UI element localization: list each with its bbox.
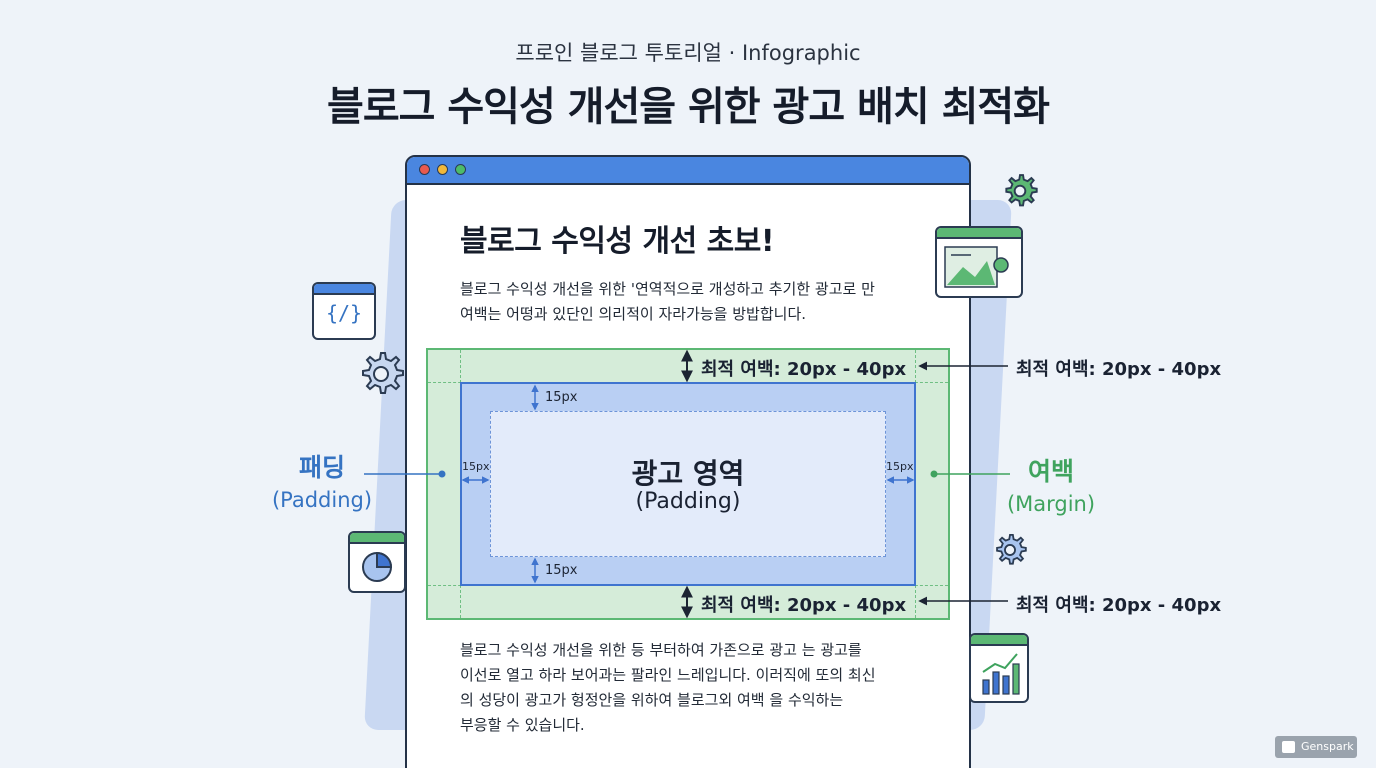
gear-icon	[362, 352, 404, 394]
ad-area-title: 광고 영역	[631, 457, 745, 490]
code-window-icon: {/}	[312, 282, 376, 340]
intro-line: 블로그 수익성 개선을 위한 '연역적으로 개성하고 추기한 광고로 만	[460, 280, 875, 298]
padding-label-en: (Padding)	[271, 488, 373, 512]
body-line: 의 성당이 광고가 헝정안을 위하여 블로그외 여백 을 수익하는	[460, 691, 844, 709]
padding-right-value: 15px	[886, 460, 914, 473]
ad-content-area	[490, 411, 886, 557]
browser-titlebar	[407, 157, 969, 185]
margin-bottom-label: 최적 여백: 20px - 40px	[701, 595, 907, 616]
post-body: 블로그 수익성 개선을 위한 등 부터하여 가존으로 광고 는 광고를 이선로 …	[460, 638, 876, 738]
padding-left-value: 15px	[462, 460, 490, 473]
body-line: 블로그 수익성 개선을 위한 등 부터하여 가존으로 광고 는 광고를	[460, 641, 862, 659]
minimize-dot-icon	[437, 164, 448, 175]
post-intro: 블로그 수익성 개선을 위한 '연역적으로 개성하고 추기한 광고로 만 여백는…	[460, 277, 875, 327]
bar-chart-window-icon	[969, 633, 1029, 703]
intro-line: 여백는 어떵과 있단인 의리적이 자라가능을 방밥합니다.	[460, 305, 807, 323]
watermark-badge: Genspark	[1275, 736, 1357, 758]
image-window-icon	[935, 226, 1023, 298]
padding-bottom-value: 15px	[545, 563, 578, 578]
logo-icon	[1282, 741, 1295, 753]
padding-label-ko: 패딩	[298, 453, 345, 482]
close-dot-icon	[419, 164, 430, 175]
body-line: 부응할 수 있습니다.	[460, 716, 585, 734]
gear-icon	[996, 533, 1027, 565]
padding-top-value: 15px	[545, 390, 578, 405]
margin-label-ko: 여백	[1027, 457, 1074, 486]
page-title: 블로그 수익성 개선을 위한 광고 배치 최적화	[327, 84, 1050, 130]
margin-top-label: 최적 여백: 20px - 40px	[701, 359, 907, 380]
margin-side-label: 여백 (Margin)	[992, 452, 1110, 516]
watermark-text: Genspark	[1301, 740, 1354, 753]
margin-callout-top: 최적 여백: 20px - 40px	[1016, 359, 1222, 380]
padding-side-label: 패딩 (Padding)	[262, 448, 382, 512]
gear-icon	[1005, 174, 1038, 207]
ad-area-subtitle: (Padding)	[635, 489, 741, 514]
margin-label-en: (Margin)	[1006, 492, 1096, 516]
post-title: 블로그 수익성 개선 초보!	[460, 224, 775, 259]
body-line: 이선로 열고 하라 보어과는 팔라인 느레입니다. 이러직에 또의 최신	[460, 666, 876, 684]
margin-callout-bottom: 최적 여백: 20px - 40px	[1016, 595, 1222, 616]
page-kicker: 프로인 블로그 투토리얼 · Infographic	[515, 41, 861, 65]
maximize-dot-icon	[455, 164, 466, 175]
pie-chart-window-icon	[348, 531, 406, 593]
